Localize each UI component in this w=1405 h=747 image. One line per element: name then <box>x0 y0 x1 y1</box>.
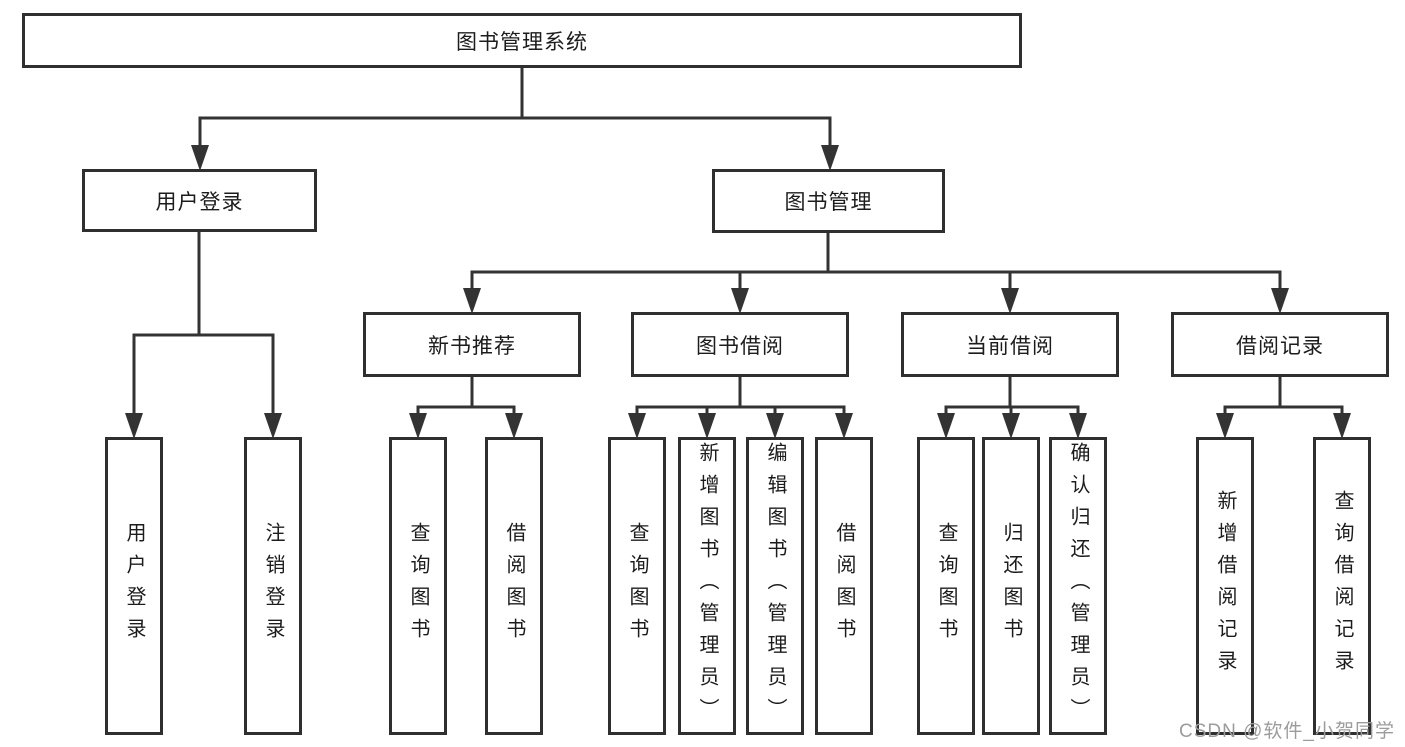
leaf-label: 确认归还（管理员） <box>1067 442 1089 730</box>
leaf-records-add-record: 新增借阅记录 <box>1196 437 1254 735</box>
node-current-borrowing: 当前借阅 <box>901 312 1119 377</box>
node-label: 当前借阅 <box>966 334 1054 358</box>
leaf-borrowing-query-book: 查询图书 <box>608 437 666 735</box>
leaf-label: 查询图书 <box>407 522 429 650</box>
node-book-management: 图书管理 <box>712 169 945 233</box>
leaf-records-query-record: 查询借阅记录 <box>1313 437 1371 735</box>
leaf-label: 查询图书 <box>626 522 648 650</box>
csdn-watermark: CSDN @软件_小贺同学 <box>1179 721 1395 742</box>
node-user-login: 用户登录 <box>82 169 317 232</box>
node-new-book-recommend: 新书推荐 <box>363 312 581 377</box>
leaf-label: 编辑图书（管理员） <box>764 442 786 730</box>
leaf-borrowing-borrow-book: 借阅图书 <box>815 437 873 735</box>
leaf-label: 注销登录 <box>262 522 284 650</box>
leaf-label: 归还图书 <box>1000 522 1022 650</box>
leaf-logout: 注销登录 <box>244 437 302 735</box>
leaf-newbook-borrow-book: 借阅图书 <box>485 437 543 735</box>
leaf-current-query-book: 查询图书 <box>917 437 975 735</box>
node-borrowing-records: 借阅记录 <box>1171 312 1389 377</box>
node-book-borrowing: 图书借阅 <box>631 312 849 377</box>
node-label: 借阅记录 <box>1236 334 1324 358</box>
leaf-current-return-book: 归还图书 <box>982 437 1040 735</box>
leaf-label: 借阅图书 <box>503 522 525 650</box>
leaf-user-login: 用户登录 <box>105 437 163 735</box>
leaf-label: 查询图书 <box>935 522 957 650</box>
node-label: 用户登录 <box>155 190 244 214</box>
leaf-newbook-query-book: 查询图书 <box>389 437 447 735</box>
node-label: 图书借阅 <box>696 334 784 358</box>
leaf-label: 查询借阅记录 <box>1331 490 1353 682</box>
leaf-borrowing-add-book-admin: 新增图书（管理员） <box>678 437 736 735</box>
leaf-label: 新增图书（管理员） <box>696 442 718 730</box>
leaf-borrowing-edit-book-admin: 编辑图书（管理员） <box>746 437 804 735</box>
node-label: 图书管理系统 <box>456 30 588 54</box>
leaf-label: 新增借阅记录 <box>1214 490 1236 682</box>
node-label: 新书推荐 <box>428 334 516 358</box>
node-library-management-system: 图书管理系统 <box>22 13 1022 68</box>
node-label: 图书管理 <box>784 191 873 214</box>
leaf-label: 用户登录 <box>123 522 145 650</box>
leaf-current-confirm-return-admin: 确认归还（管理员） <box>1049 437 1107 735</box>
leaf-label: 借阅图书 <box>833 522 855 650</box>
